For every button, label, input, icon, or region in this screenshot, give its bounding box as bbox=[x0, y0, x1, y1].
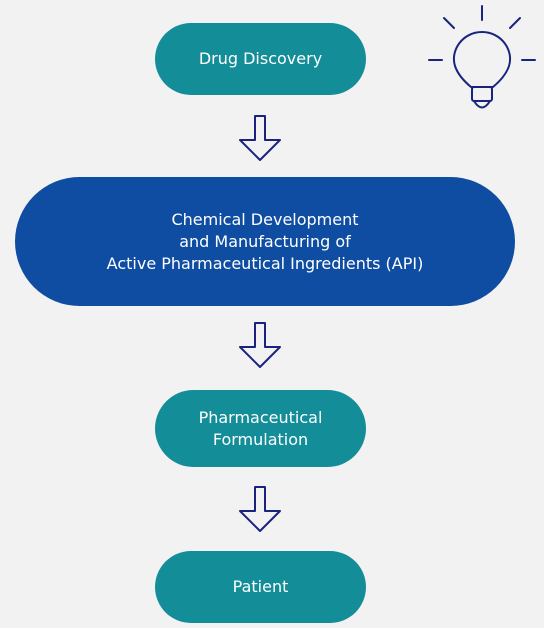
down-arrow-icon bbox=[239, 322, 281, 368]
drug-discovery-node: Drug Discovery bbox=[155, 23, 366, 95]
pharmaceutical-formulation-label: Pharmaceutical Formulation bbox=[198, 407, 323, 449]
pharmaceutical-formulation-node: Pharmaceutical Formulation bbox=[155, 390, 366, 467]
lightbulb-icon bbox=[428, 5, 536, 109]
drug-discovery-label: Drug Discovery bbox=[198, 49, 323, 68]
down-arrow-icon bbox=[239, 486, 281, 532]
down-arrow-icon bbox=[239, 115, 281, 161]
api-manufacturing-node: Chemical Development and Manufacturing o… bbox=[15, 177, 515, 306]
patient-label: Patient bbox=[232, 577, 289, 596]
patient-node: Patient bbox=[155, 551, 366, 623]
api-manufacturing-label: Chemical Development and Manufacturing o… bbox=[106, 209, 424, 273]
